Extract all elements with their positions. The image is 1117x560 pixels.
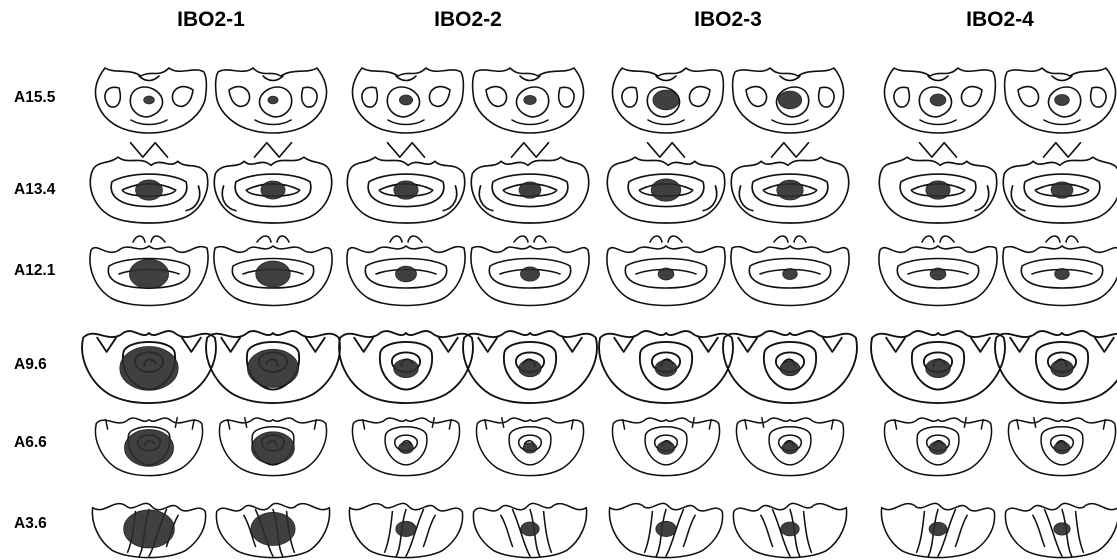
brain-section-right — [476, 418, 583, 476]
brain-section-left — [879, 143, 996, 223]
brain-section-right — [731, 236, 849, 306]
brain-section-left — [881, 503, 994, 557]
brain-section-left — [92, 503, 205, 557]
brain-section-left — [884, 68, 995, 133]
brain-section-right — [214, 236, 332, 306]
brain-section-right — [733, 503, 846, 557]
brain-section-right — [473, 503, 586, 557]
brain-section-left — [884, 418, 991, 476]
brain-section-left — [612, 418, 719, 476]
brain-section-right — [733, 68, 844, 133]
brain-section-left — [607, 236, 725, 306]
brain-section-right — [473, 68, 584, 133]
brain-section-left — [609, 503, 722, 557]
brain-section-right — [1005, 68, 1116, 133]
brain-section-left — [90, 143, 207, 223]
brain-section-left — [339, 331, 473, 403]
brain-section-left — [95, 418, 202, 476]
brain-section-left — [347, 236, 465, 306]
brain-section-right — [463, 331, 597, 403]
brain-section-left — [82, 331, 216, 403]
brain-section-right — [1005, 503, 1117, 557]
brain-section-left — [347, 143, 464, 223]
brain-section-right — [1008, 418, 1115, 476]
brain-section-left — [90, 236, 208, 306]
brain-section-left — [871, 331, 1005, 403]
brain-section-right — [214, 143, 331, 223]
brain-section-right — [731, 143, 848, 223]
brain-section-right — [219, 418, 326, 476]
brain-section-left — [95, 68, 206, 133]
brain-section-right — [471, 236, 589, 306]
brain-section-right — [206, 331, 340, 403]
brain-section-left — [879, 236, 997, 306]
brain-section-left — [607, 143, 724, 223]
brain-section-left — [612, 68, 723, 133]
brain-section-right — [471, 143, 588, 223]
brain-section-left — [599, 331, 733, 403]
brain-section-left — [352, 68, 463, 133]
brain-section-right — [216, 68, 327, 133]
brain-section-right — [736, 418, 843, 476]
brain-section-right — [995, 331, 1117, 403]
brain-section-left — [349, 503, 462, 557]
brain-section-right — [723, 331, 857, 403]
brain-section-right — [1003, 143, 1117, 223]
brain-section-right — [216, 503, 329, 557]
brain-section-left — [352, 418, 459, 476]
brain-section-right — [1003, 236, 1117, 306]
